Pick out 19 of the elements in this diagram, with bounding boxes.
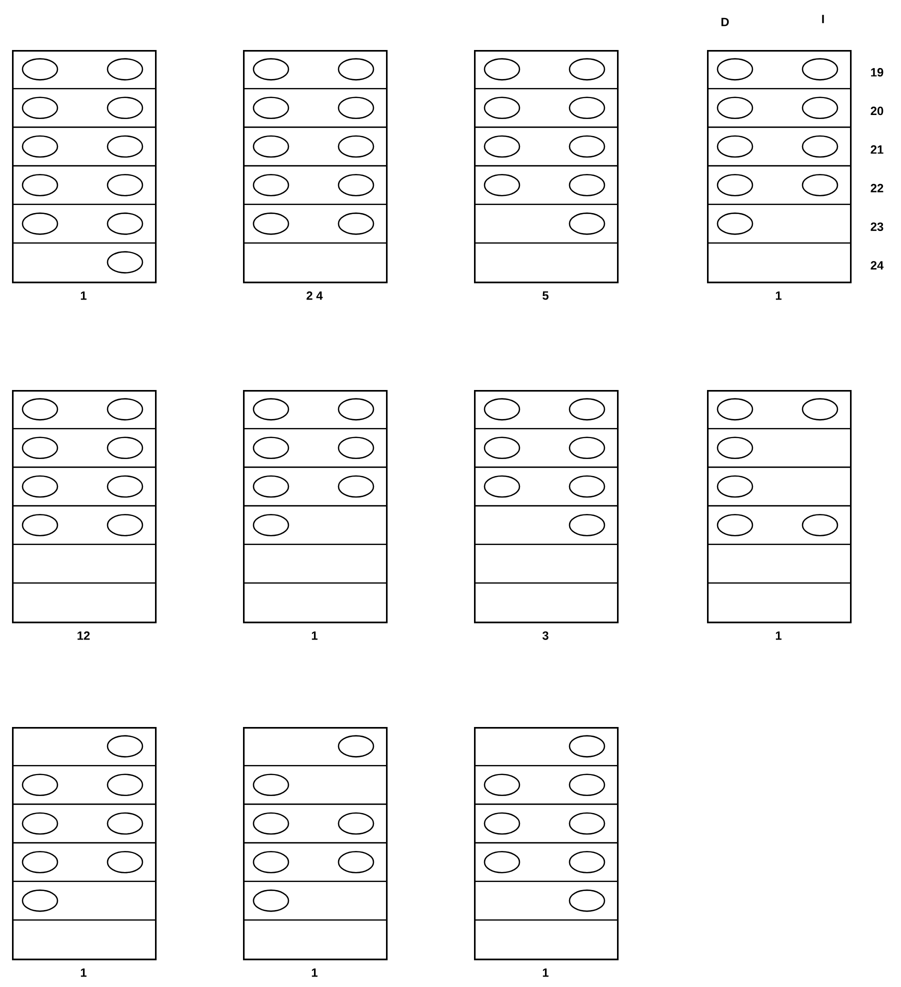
count-label: 1 (80, 968, 86, 977)
count-label: 1 (542, 968, 548, 977)
row-number: 22 (870, 184, 884, 192)
count-label: 12 (78, 631, 90, 640)
count-label: 1 (312, 631, 318, 640)
count-label: 2 4 (306, 291, 323, 300)
column-header: D (721, 18, 729, 26)
row-number: 24 (870, 261, 884, 270)
row-number: 20 (870, 106, 884, 116)
count-label: 1 (312, 968, 318, 977)
row-number: 21 (870, 145, 884, 154)
row-number: 23 (870, 222, 884, 231)
row-number: 19 (871, 68, 884, 77)
count-label: 1 (776, 291, 782, 300)
count-label: 5 (542, 291, 548, 300)
count-label: 1 (80, 291, 86, 300)
count-label: 1 (776, 631, 782, 640)
column-header: I (822, 14, 824, 24)
count-label: 3 (542, 631, 548, 640)
